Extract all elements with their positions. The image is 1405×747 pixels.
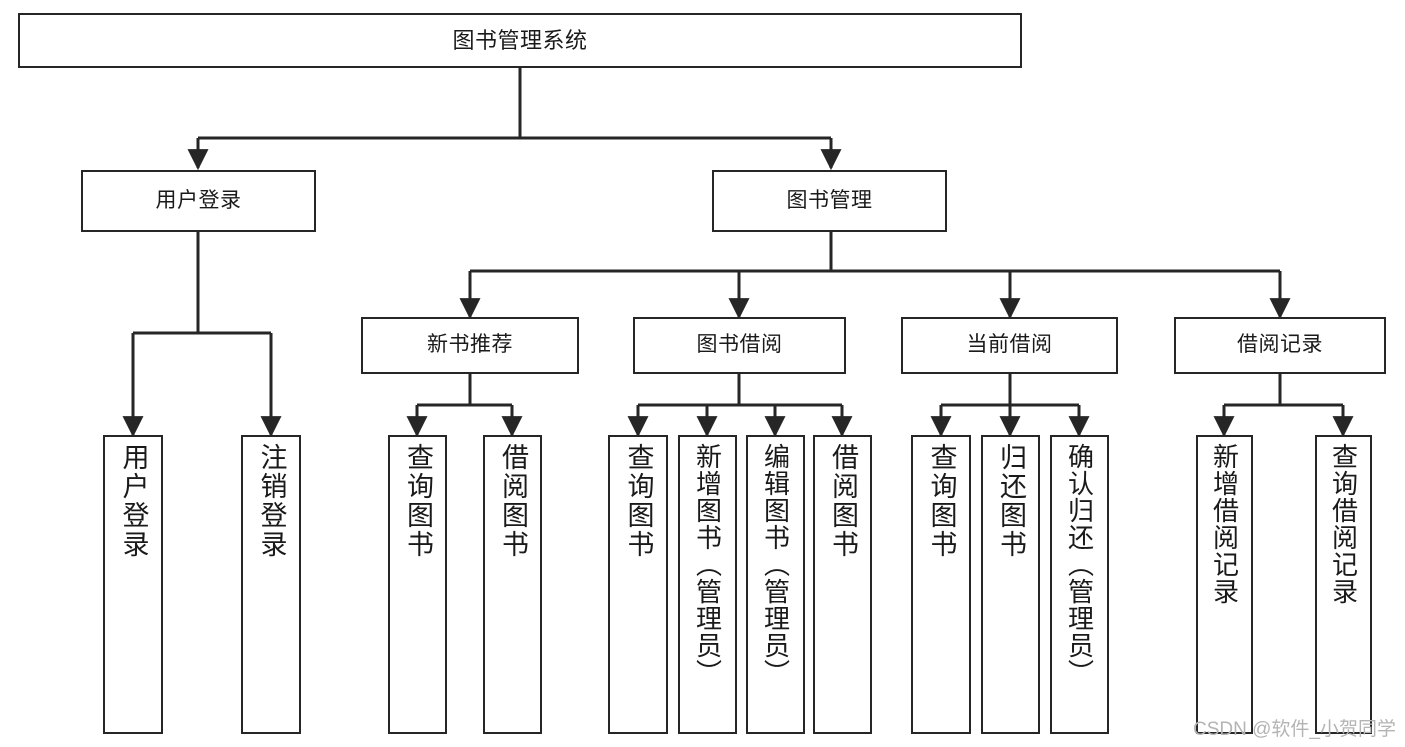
leaf-book-borrow-edit[interactable]: 编辑图书（管理员） xyxy=(746,435,805,734)
leaf-user-login-logout[interactable]: 注销登录 xyxy=(241,435,301,734)
leaf-new-book-query[interactable]: 查询图书 xyxy=(388,435,447,734)
leaf-current-borrow-return[interactable]: 归还图书 xyxy=(981,435,1040,734)
node-label: 借阅记录 xyxy=(1237,333,1323,357)
leaf-book-borrow-add[interactable]: 新增图书（管理员） xyxy=(678,435,737,734)
node-label: 图书管理系统 xyxy=(452,27,588,53)
node-book-manage[interactable]: 图书管理 xyxy=(712,170,947,232)
node-label: 查询借阅记录 xyxy=(1328,443,1359,605)
node-label: 用户登录 xyxy=(118,443,149,559)
node-label: 查询图书 xyxy=(623,443,654,559)
node-new-book-recommend[interactable]: 新书推荐 xyxy=(361,317,579,374)
node-label: 借阅图书 xyxy=(498,443,528,559)
leaf-borrow-record-query[interactable]: 查询借阅记录 xyxy=(1315,435,1372,734)
node-user-login[interactable]: 用户登录 xyxy=(81,170,316,232)
node-label: 新增借阅记录 xyxy=(1209,443,1240,605)
node-label: 归还图书 xyxy=(996,443,1026,559)
leaf-book-borrow-query[interactable]: 查询图书 xyxy=(608,435,668,734)
node-borrow-record[interactable]: 借阅记录 xyxy=(1174,317,1386,374)
node-label: 查询图书 xyxy=(926,443,957,559)
node-label: 查询图书 xyxy=(403,443,433,559)
node-current-borrow[interactable]: 当前借阅 xyxy=(901,317,1118,374)
leaf-current-borrow-query[interactable]: 查询图书 xyxy=(911,435,971,734)
leaf-book-borrow-borrow[interactable]: 借阅图书 xyxy=(813,435,872,734)
node-label: 借阅图书 xyxy=(828,443,858,559)
node-label: 确认归还（管理员） xyxy=(1064,443,1095,686)
node-label: 用户登录 xyxy=(155,188,242,212)
node-label: 注销登录 xyxy=(256,443,287,559)
leaf-borrow-record-add[interactable]: 新增借阅记录 xyxy=(1196,435,1253,734)
node-label: 新增图书（管理员） xyxy=(692,443,723,686)
node-root-system[interactable]: 图书管理系统 xyxy=(18,13,1022,68)
node-label: 图书管理 xyxy=(786,188,873,212)
leaf-user-login-login[interactable]: 用户登录 xyxy=(103,435,163,734)
node-label: 图书借阅 xyxy=(696,333,783,357)
node-label: 新书推荐 xyxy=(427,333,513,357)
node-label: 当前借阅 xyxy=(966,333,1053,357)
leaf-new-book-borrow[interactable]: 借阅图书 xyxy=(483,435,542,734)
node-book-borrow[interactable]: 图书借阅 xyxy=(633,317,846,374)
watermark-text: CSDN @软件_小贺同学 xyxy=(1193,719,1396,740)
node-label: 编辑图书（管理员） xyxy=(760,443,791,686)
leaf-current-borrow-confirm-return[interactable]: 确认归还（管理员） xyxy=(1050,435,1109,734)
